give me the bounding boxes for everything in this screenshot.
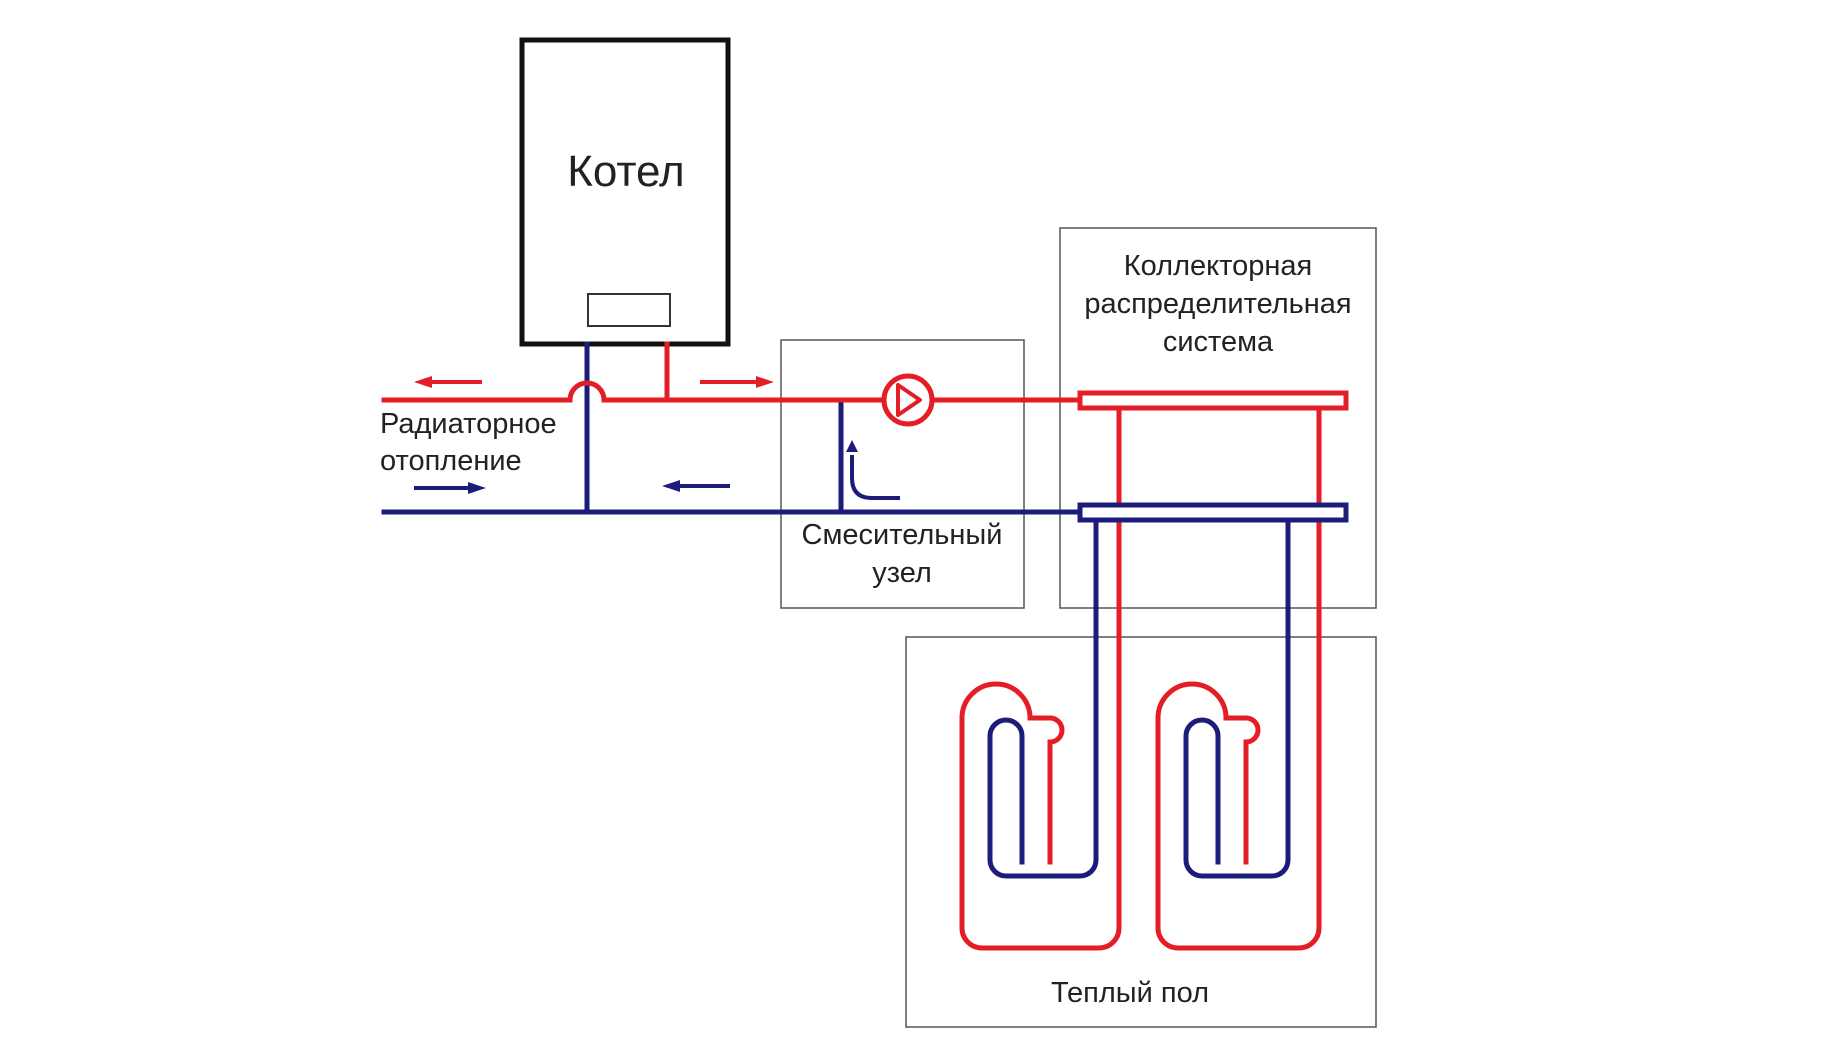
- return-pipes: [381, 341, 1291, 879]
- mixing-unit-label-line2: узел: [872, 557, 932, 589]
- flow-arrow-icon: [662, 480, 730, 492]
- flow-arrows: [414, 376, 774, 494]
- collector-label-line3: система: [1163, 326, 1274, 358]
- pump-icon: [881, 373, 935, 427]
- collector-box: [1059, 227, 1377, 609]
- boiler-display: [587, 293, 671, 327]
- floor-loop-1-supply: [959, 404, 1122, 951]
- supply-manifold: [1077, 390, 1349, 411]
- return-manifold: [1077, 502, 1349, 523]
- mixing-unit-box: [780, 339, 1025, 609]
- warm-floor-box: [905, 636, 1377, 1028]
- mixing-unit-label-line1: Смесительный: [802, 519, 1003, 551]
- boiler-label: Котел: [567, 147, 684, 196]
- floor-loop-2-supply: [1155, 404, 1322, 951]
- floor-loop-1-return: [987, 515, 1099, 879]
- floor-loop-2-return: [1183, 515, 1291, 879]
- mixing-valve-icon: [850, 455, 900, 500]
- supply-pipes: [381, 341, 1322, 951]
- radiator-heating-label-line2: отопление: [380, 445, 522, 477]
- boiler: Котел: [519, 37, 731, 347]
- warm-floor-label: Теплый пол: [1051, 977, 1209, 1009]
- flow-arrow-icon: [700, 376, 774, 388]
- flow-arrow-icon: [414, 376, 482, 388]
- mixing-valve-arrowhead: [846, 440, 858, 452]
- flow-arrow-icon: [414, 482, 486, 494]
- radiator-heating-label-line1: Радиаторное: [380, 408, 557, 440]
- collector-label-line1: Коллекторная: [1124, 250, 1312, 282]
- supply-main-pipe: [381, 380, 1081, 403]
- collector-label-line2: распределительная: [1084, 288, 1351, 320]
